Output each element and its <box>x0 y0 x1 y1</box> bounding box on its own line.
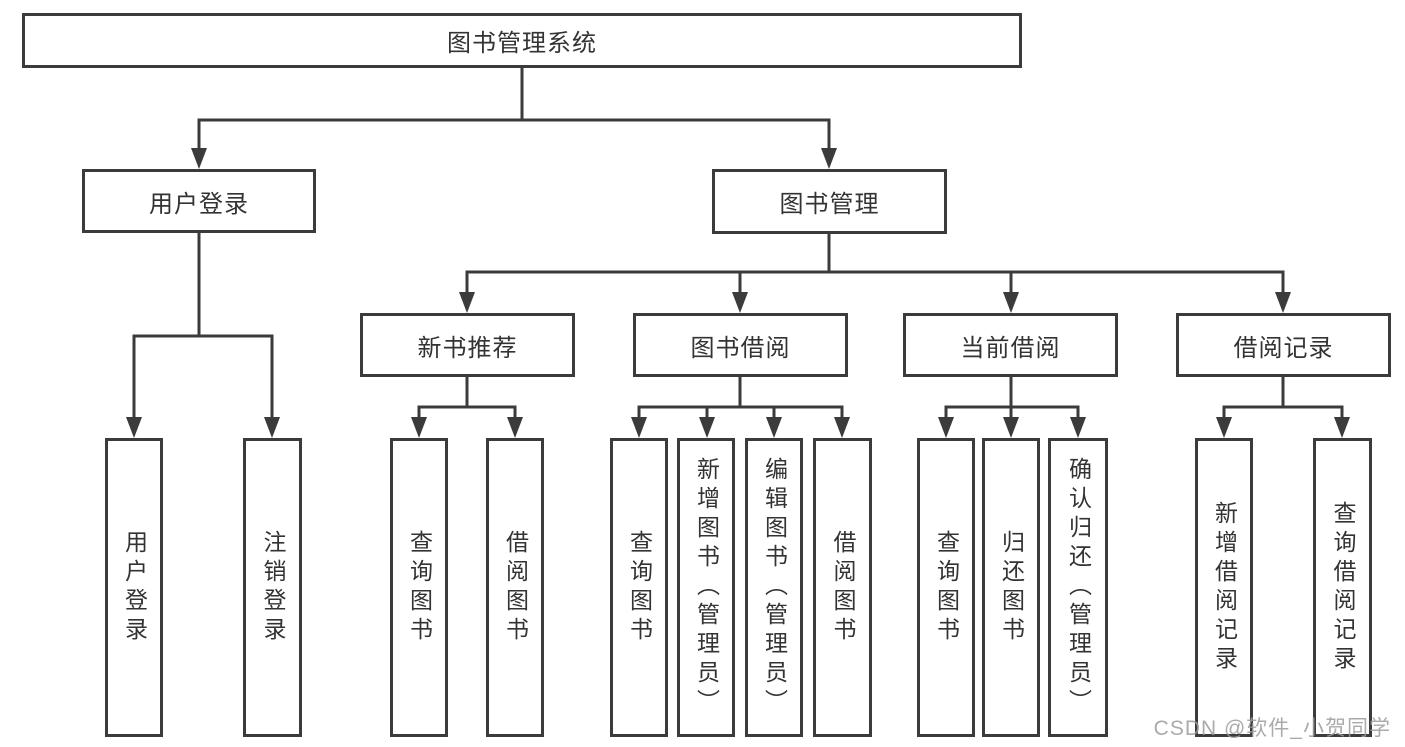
leaf-user-login-label: 用户登录 <box>121 529 148 646</box>
leaf-query-books-current-label: 查询图书 <box>933 529 960 646</box>
node-user-login-label: 用户登录 <box>149 190 249 218</box>
leaf-return-books-label: 归还图书 <box>998 529 1025 646</box>
node-book-borrow: 图书借阅 <box>633 313 848 377</box>
arrow-down-icon <box>1003 417 1019 438</box>
leaf-add-borrow-record-label: 新增借阅记录 <box>1211 500 1238 675</box>
leaf-query-books-current: 查询图书 <box>917 438 975 737</box>
node-book-management: 图书管理 <box>712 169 947 234</box>
node-book-borrow-label: 图书借阅 <box>690 334 791 362</box>
node-current-borrow: 当前借阅 <box>903 313 1118 377</box>
leaf-borrow-books: 借阅图书 <box>813 438 872 737</box>
arrow-down-icon <box>1216 417 1232 438</box>
arrow-down-icon <box>1070 417 1086 438</box>
arrow-down-icon <box>1334 417 1350 438</box>
leaf-query-books-borrow-label: 查询图书 <box>626 529 653 646</box>
arrow-down-icon <box>411 417 427 438</box>
csdn-watermark: CSDN @软件_小贺同学 <box>1153 717 1391 740</box>
leaf-logout-label: 注销登录 <box>260 529 286 646</box>
leaf-add-books-admin: 新增图书（管理员） <box>677 438 735 737</box>
leaf-borrow-books-recommend: 借阅图书 <box>486 438 544 737</box>
arrow-down-icon <box>264 417 280 438</box>
node-root-label: 图书管理系统 <box>447 30 597 57</box>
arrow-down-icon <box>766 417 782 438</box>
leaf-confirm-return-admin: 确认归还（管理员） <box>1048 438 1108 737</box>
node-user-login: 用户登录 <box>82 169 316 233</box>
arrow-down-icon <box>191 148 207 169</box>
arrow-down-icon <box>459 292 475 313</box>
arrow-down-icon <box>699 417 715 438</box>
arrow-down-icon <box>938 417 954 438</box>
leaf-edit-books-admin-label: 编辑图书（管理员） <box>761 457 788 718</box>
leaf-add-borrow-record: 新增借阅记录 <box>1195 438 1253 737</box>
leaf-logout: 注销登录 <box>243 438 302 737</box>
leaf-user-login: 用户登录 <box>105 438 163 737</box>
leaf-add-books-admin-label: 新增图书（管理员） <box>693 457 720 718</box>
arrow-down-icon <box>821 148 837 169</box>
leaf-query-borrow-record-label: 查询借阅记录 <box>1330 500 1356 675</box>
node-root: 图书管理系统 <box>22 13 1022 68</box>
leaf-borrow-books-recommend-label: 借阅图书 <box>502 529 529 646</box>
node-new-book-recommend: 新书推荐 <box>360 313 575 377</box>
node-book-management-label: 图书管理 <box>779 191 880 218</box>
node-borrow-records: 借阅记录 <box>1176 313 1391 377</box>
arrow-down-icon <box>126 417 142 438</box>
node-new-book-recommend-label: 新书推荐 <box>417 334 518 362</box>
leaf-confirm-return-admin-label: 确认归还（管理员） <box>1065 457 1092 718</box>
arrowheads <box>126 148 1350 438</box>
arrow-down-icon <box>1275 292 1291 313</box>
arrow-down-icon <box>507 417 523 438</box>
arrow-down-icon <box>732 292 748 313</box>
leaf-query-borrow-record: 查询借阅记录 <box>1313 438 1372 737</box>
node-borrow-records-label: 借阅记录 <box>1233 334 1334 362</box>
leaf-edit-books-admin: 编辑图书（管理员） <box>745 438 803 737</box>
leaf-query-books-recommend-label: 查询图书 <box>406 529 433 646</box>
arrow-down-icon <box>1003 292 1019 313</box>
node-current-borrow-label: 当前借阅 <box>960 334 1061 362</box>
leaf-return-books: 归还图书 <box>982 438 1040 737</box>
leaf-query-books-borrow: 查询图书 <box>610 438 668 737</box>
arrow-down-icon <box>631 417 647 438</box>
leaf-query-books-recommend: 查询图书 <box>390 438 448 737</box>
arrow-down-icon <box>834 417 850 438</box>
leaf-borrow-books-label: 借阅图书 <box>830 529 856 646</box>
